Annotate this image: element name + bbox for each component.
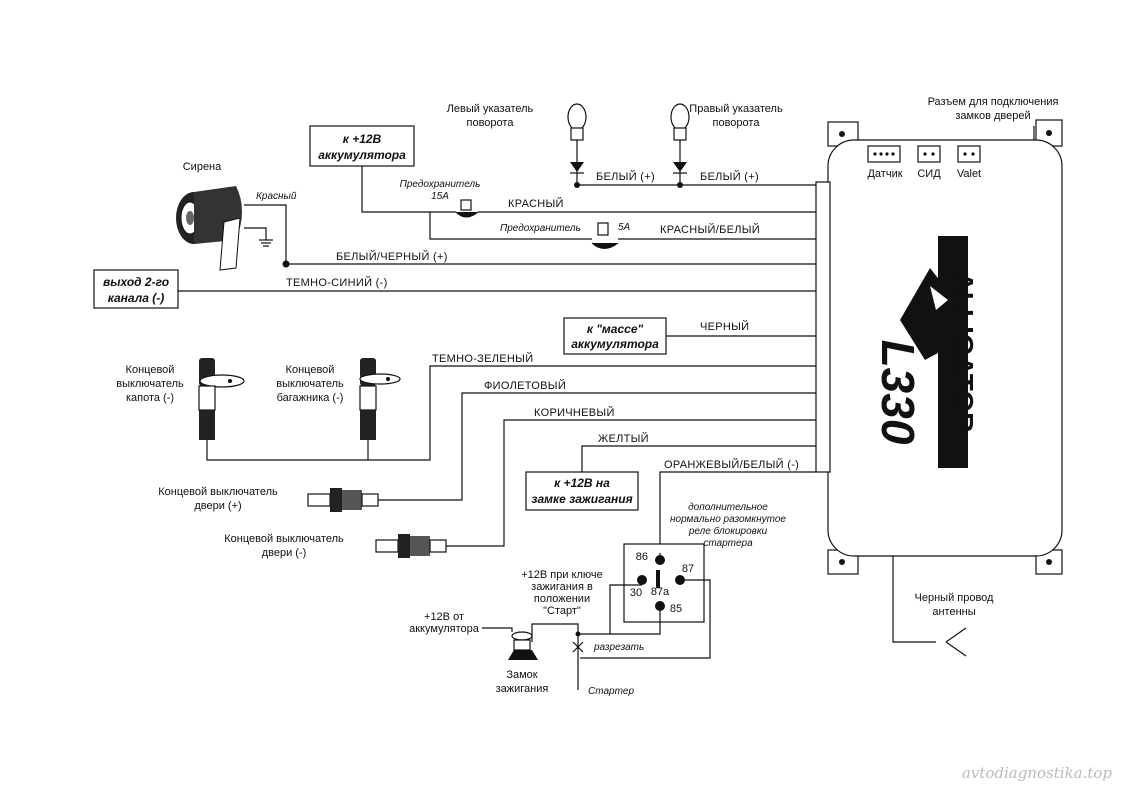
svg-text:замке зажигания: замке зажигания — [531, 492, 632, 506]
brand-logo-text: ALLIGATOR — [948, 272, 979, 433]
wire-red: КРАСНЫЙ — [508, 197, 564, 210]
hood-switch: Концевой выключатель капота (-) — [116, 358, 245, 440]
svg-text:выключатель: выключатель — [276, 378, 344, 390]
sensor-connector[interactable] — [867, 145, 901, 163]
svg-text:положении: положении — [534, 593, 590, 605]
svg-text:нормально разомкнутое: нормально разомкнутое — [670, 514, 786, 525]
starter-relay: дополнительное нормально разомкнутое рел… — [623, 502, 786, 623]
door-locks-label-2: замков дверей — [955, 110, 1030, 122]
svg-text:+12В от: +12В от — [424, 611, 464, 623]
svg-text:Предохранитель: Предохранитель — [400, 179, 481, 190]
svg-text:"Старт": "Старт" — [543, 605, 581, 617]
siren: Сирена Красный — [176, 161, 297, 271]
relay-pin-87: 87 — [682, 563, 694, 575]
left-turn-lamp: Левый указатель поворота — [447, 103, 587, 188]
svg-text:Концевой: Концевой — [126, 364, 175, 376]
wire-violet: ФИОЛЕТОВЫЙ — [484, 379, 566, 392]
svg-text:реле блокировки: реле блокировки — [688, 525, 768, 537]
led-connector[interactable] — [917, 145, 941, 163]
svg-text:Концевой выключатель: Концевой выключатель — [158, 486, 278, 498]
right-turn-lamp: Правый указатель поворота — [670, 103, 783, 188]
svg-text:аккумулятора: аккумулятора — [318, 148, 406, 162]
ignition-lock: +12В от аккумулятора Замок зажигания — [409, 611, 579, 695]
relay-pin-30: 30 — [630, 587, 642, 599]
svg-text:Правый указатель: Правый указатель — [689, 103, 783, 115]
watermark: avtodiagnostika.top — [962, 764, 1112, 782]
svg-text:антенны: антенны — [932, 606, 975, 618]
svg-text:к +12В: к +12В — [343, 132, 382, 146]
svg-text:двери (-): двери (-) — [262, 547, 307, 559]
cut-label: разрезать — [593, 642, 644, 653]
ignition-12v-box — [525, 471, 639, 511]
wire-dark-green: ТЕМНО-ЗЕЛЕНЫЙ — [432, 352, 533, 365]
fuse-5a: Предохранитель 5А — [500, 222, 631, 249]
antenna: Черный провод антенны — [892, 556, 995, 657]
valet-connector[interactable] — [957, 145, 981, 163]
wire-black: ЧЕРНЫЙ — [700, 320, 749, 333]
svg-text:к +12В на: к +12В на — [554, 476, 610, 490]
alarm-unit: Датчик СИД Valet ALLIGATOR L330 — [815, 119, 1063, 575]
brand-logo: ALLIGATOR L330 — [872, 236, 979, 468]
svg-text:капота (-): капота (-) — [126, 392, 174, 404]
siren-wire-label: Красный — [256, 191, 297, 202]
door-switch-minus: Концевой выключатель двери (-) — [224, 533, 447, 559]
svg-text:Черный провод: Черный провод — [915, 592, 995, 604]
harness-plug — [815, 181, 831, 473]
svg-text:Предохранитель: Предохранитель — [500, 223, 581, 234]
door-locks-label-1: Разъем для подключения — [928, 96, 1059, 108]
wire-red-white: КРАСНЫЙ/БЕЛЫЙ — [660, 223, 760, 236]
wire-dark-blue: ТЕМНО-СИНИЙ (-) — [286, 276, 388, 289]
ground-box — [563, 317, 667, 355]
battery-12v-box — [309, 125, 415, 167]
wire-brown: КОРИЧНЕВЫЙ — [534, 406, 615, 419]
svg-text:аккумулятора: аккумулятора — [409, 623, 480, 635]
connector-label-valet: Valet — [957, 168, 981, 180]
svg-text:поворота: поворота — [713, 117, 761, 129]
svg-text:Замок: Замок — [506, 669, 537, 681]
svg-text:стартера: стартера — [703, 538, 753, 549]
relay-pin-87a: 87a — [651, 586, 670, 598]
connector-label-sensor: Датчик — [867, 168, 902, 180]
svg-text:поворота: поворота — [467, 117, 515, 129]
trunk-switch: Концевой выключатель багажника (-) — [276, 358, 401, 440]
svg-text:аккумулятора: аккумулятора — [571, 337, 659, 351]
wire-white-2: БЕЛЫЙ (+) — [700, 170, 759, 183]
svg-text:Концевой: Концевой — [286, 364, 335, 376]
relay-pin-86: 86 — [636, 551, 648, 563]
wire-yellow: ЖЕЛТЫЙ — [598, 432, 649, 445]
svg-text:к "массе": к "массе" — [587, 322, 644, 336]
svg-text:15А: 15А — [431, 191, 449, 202]
relay-pin-85: 85 — [670, 603, 682, 615]
door-switch-plus: Концевой выключатель двери (+) — [158, 486, 379, 512]
svg-text:5А: 5А — [618, 222, 631, 233]
starter-label: Стартер — [588, 686, 634, 697]
svg-text:багажника (-): багажника (-) — [277, 392, 344, 404]
siren-label: Сирена — [183, 161, 222, 173]
channel2-output-box — [93, 269, 179, 309]
svg-text:выключатель: выключатель — [116, 378, 184, 390]
svg-text:Левый указатель: Левый указатель — [447, 103, 534, 115]
svg-text:двери (+): двери (+) — [194, 500, 241, 512]
svg-text:зажигания в: зажигания в — [531, 581, 593, 593]
wire-orange-white: ОРАНЖЕВЫЙ/БЕЛЫЙ (-) — [664, 458, 799, 471]
svg-text:зажигания: зажигания — [496, 683, 549, 695]
svg-text:Концевой выключатель: Концевой выключатель — [224, 533, 344, 545]
svg-text:дополнительное: дополнительное — [688, 502, 768, 513]
connector-label-led: СИД — [917, 168, 941, 180]
svg-text:+12В при ключе: +12В при ключе — [521, 569, 603, 581]
fuse-15a: Предохранитель 15А — [400, 179, 481, 218]
brand-model-text: L330 — [872, 340, 924, 445]
wire-white-1: БЕЛЫЙ (+) — [596, 170, 655, 183]
wire-white-black: БЕЛЫЙ/ЧЕРНЫЙ (+) — [336, 250, 448, 263]
svg-text:выход 2-го: выход 2-го — [103, 275, 169, 289]
svg-text:канала (-): канала (-) — [108, 291, 164, 305]
